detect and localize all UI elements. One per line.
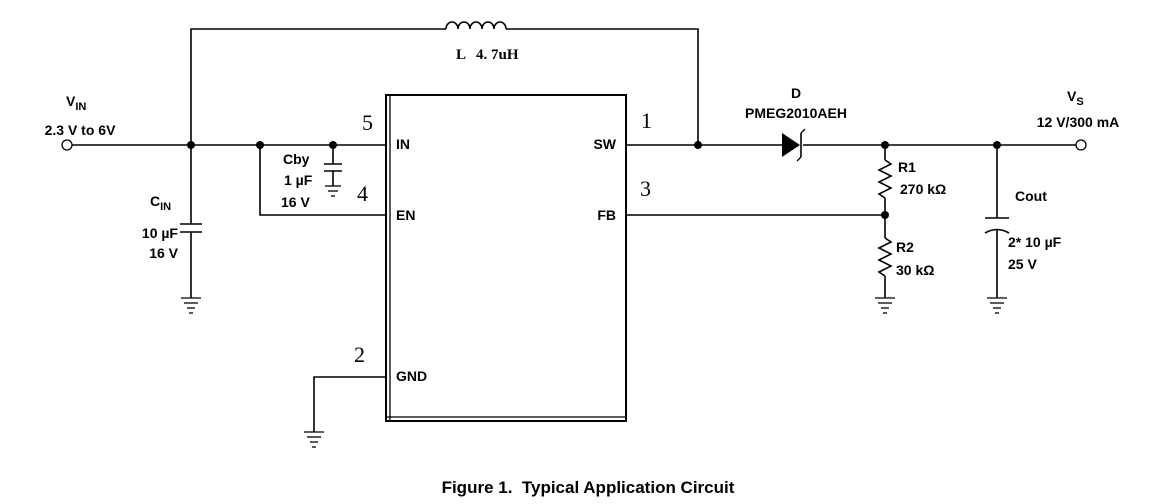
cout-name: Cout — [1015, 188, 1047, 204]
cin-value: 10 µF — [142, 225, 179, 241]
inductor-value: 4. 7uH — [476, 47, 519, 63]
gnd-wire — [313, 376, 386, 432]
cin-subscript: IN — [160, 201, 171, 213]
vs-terminal — [1075, 139, 1087, 151]
pin-number-sw: 1 — [641, 108, 652, 133]
cin-voltage: 16 V — [149, 245, 178, 261]
cout-value: 2* 10 µF — [1008, 234, 1062, 250]
cout-capacitor-icon — [984, 217, 1010, 234]
cin-ground-icon — [181, 297, 201, 314]
vin-subscript: IN — [75, 101, 86, 113]
diode-icon — [782, 128, 806, 162]
cby-value: 1 µF — [284, 172, 313, 188]
cout-voltage: 25 V — [1008, 256, 1037, 272]
junction-dot — [694, 141, 702, 149]
pin-number-gnd: 2 — [354, 342, 365, 367]
vs-rating: 12 V/300 mA — [1037, 114, 1120, 130]
pin-number-en: 4 — [357, 181, 368, 206]
pin-label-in: IN — [396, 136, 410, 152]
r2-name: R2 — [896, 239, 914, 255]
wires — [72, 28, 1076, 432]
vin-range: 2.3 V to 6V — [45, 122, 116, 138]
junction-dot — [993, 141, 1001, 149]
r1-resistor-icon — [877, 159, 893, 199]
cby-ground-icon — [325, 185, 341, 197]
pin-label-fb: FB — [597, 207, 616, 223]
r2-resistor-icon — [877, 237, 893, 277]
r1-value: 270 kΩ — [900, 181, 946, 197]
pin-number-in: 5 — [362, 110, 373, 135]
vs-symbol: V — [1067, 88, 1077, 104]
inductor-letter: L — [456, 47, 466, 63]
cout-ground-icon — [987, 297, 1007, 314]
vs-label: VS — [1067, 88, 1084, 108]
pin-number-fb: 3 — [640, 176, 651, 201]
cby-capacitor-icon — [324, 163, 342, 186]
r1-name: R1 — [898, 159, 916, 175]
ic-body — [385, 94, 627, 422]
vin-symbol: V — [66, 93, 76, 109]
figure-caption: Figure 1. Typical Application Circuit — [442, 478, 735, 497]
junction-dot — [187, 141, 195, 149]
vs-subscript: S — [1076, 96, 1083, 108]
ic-ground-icon — [304, 431, 324, 448]
pin-label-sw: SW — [593, 136, 616, 152]
junction-dot — [329, 141, 337, 149]
junction-dot — [256, 141, 264, 149]
diode-part: PMEG2010AEH — [745, 105, 847, 121]
pin-label-gnd: GND — [396, 368, 427, 384]
r2-value: 30 kΩ — [896, 262, 934, 278]
r2-ground-icon — [875, 297, 895, 314]
cin-symbol: C — [150, 193, 160, 209]
junctions — [187, 141, 1001, 219]
junction-dot — [881, 211, 889, 219]
inductor-wire — [190, 28, 699, 145]
diode-ref: D — [791, 85, 801, 101]
cby-voltage: 16 V — [281, 194, 310, 210]
cin-label: CIN — [150, 193, 171, 213]
cin-capacitor-icon — [180, 223, 202, 233]
pin-label-en: EN — [396, 207, 415, 223]
en-wire — [259, 145, 386, 216]
inductor-coil-icon — [445, 21, 507, 30]
junction-dot — [881, 141, 889, 149]
cby-name: Cby — [283, 151, 310, 167]
vin-label: VIN — [66, 93, 86, 113]
vin-terminal — [61, 139, 73, 151]
